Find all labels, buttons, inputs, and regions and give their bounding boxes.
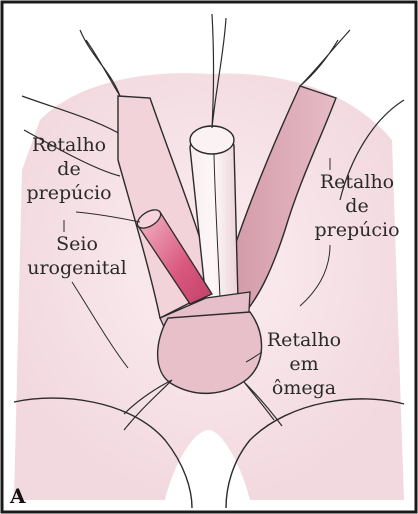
label-line: ômega [254, 376, 354, 400]
label-line: de [14, 157, 124, 181]
label-line: Retalho [14, 133, 124, 157]
label-retalho-omega: Retalho em ômega [254, 328, 354, 400]
label-line: Seio [22, 232, 132, 256]
glans [190, 126, 234, 154]
label-retalho-prepucio-left: Retalho de prepúcio [14, 133, 124, 205]
label-line: prepúcio [302, 218, 412, 242]
label-line: em [254, 352, 354, 376]
label-seio-urogenital: Seio urogenital [22, 232, 132, 280]
label-line: de [302, 194, 412, 218]
label-line: prepúcio [14, 181, 124, 205]
label-line: Retalho [254, 328, 354, 352]
label-line: Retalho [302, 170, 412, 194]
label-line: urogenital [22, 256, 132, 280]
label-retalho-prepucio-right: Retalho de prepúcio [302, 170, 412, 242]
panel-letter: A [10, 484, 26, 508]
